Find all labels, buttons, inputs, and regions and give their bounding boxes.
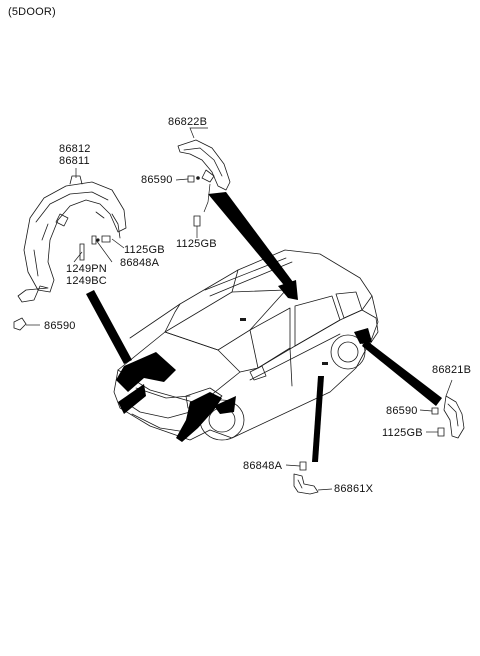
callout-86848a-lower: 86848A	[243, 460, 283, 472]
rear-liner-front-section	[177, 139, 231, 191]
callout-86861x: 86861X	[334, 483, 374, 495]
callout-1249pn: 1249PN	[66, 263, 107, 275]
rear-liner-side-section	[443, 395, 465, 439]
callout-86812: 86812	[59, 143, 91, 155]
callout-86590-front: 86590	[44, 320, 76, 332]
leader-lines	[26, 127, 453, 491]
callout-86590-rear-front: 86590	[141, 174, 173, 186]
callout-86848a-front: 86848A	[120, 257, 160, 269]
location-wedges	[86, 192, 442, 462]
callout-86811: 86811	[59, 155, 90, 167]
fasteners	[13, 175, 445, 471]
callout-86822b: 86822B	[168, 116, 208, 128]
callout-1125gb-rear-front: 1125GB	[176, 238, 217, 250]
callout-1249bc: 1249BC	[66, 275, 107, 287]
callout-1125gb-front: 1125GB	[124, 244, 165, 256]
front-wheel-liner	[17, 175, 127, 303]
callout-86590-rear-side: 86590	[386, 405, 418, 417]
car-body	[113, 249, 379, 441]
body-details	[96, 176, 328, 365]
mud-guard	[293, 473, 319, 495]
variant-label: (5DOOR)	[8, 6, 56, 18]
callout-1125gb-rear-side: 1125GB	[382, 427, 423, 439]
callout-86821b: 86821B	[432, 364, 472, 376]
